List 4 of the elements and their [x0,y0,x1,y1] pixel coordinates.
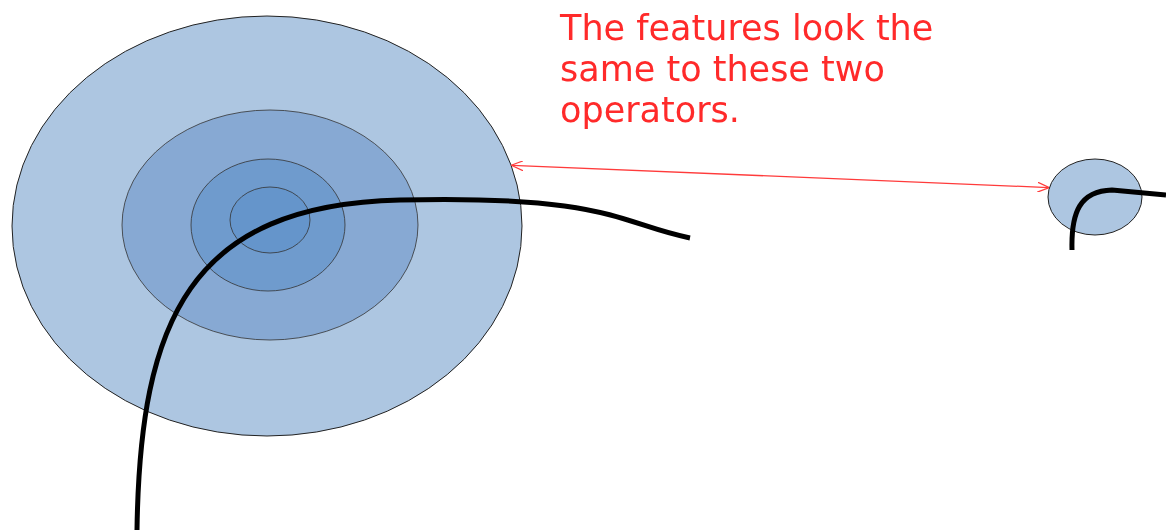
circle-shape [1047,158,1143,236]
double-arrow [510,160,1051,193]
circle-shape [11,15,523,437]
annotation-text: The features look the same to these two operators. [560,8,935,131]
